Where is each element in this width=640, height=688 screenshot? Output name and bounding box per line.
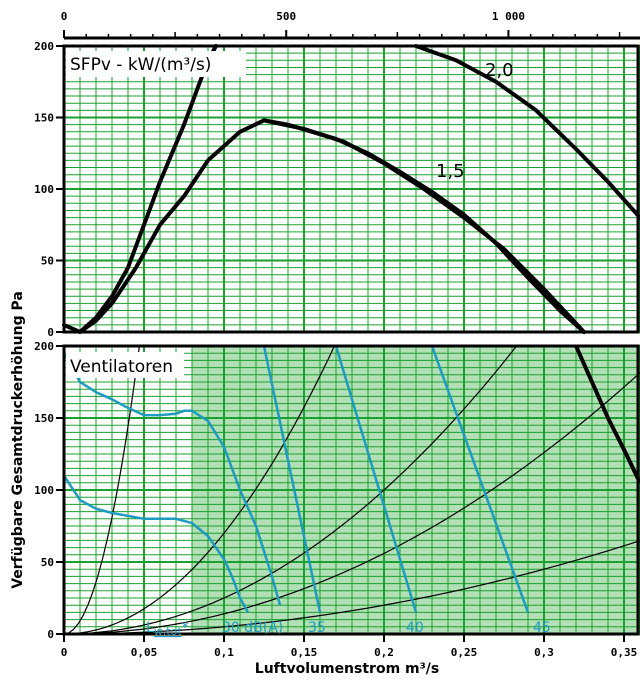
bottom-panel xyxy=(62,344,640,636)
y-tick-label: 100 xyxy=(34,484,54,497)
top-panel xyxy=(62,44,640,334)
bottom-title-box xyxy=(66,352,184,378)
curve-label-1-5: 1,5 xyxy=(436,161,465,182)
y-tick-label: 0 xyxy=(47,326,54,339)
system-curve xyxy=(64,540,640,635)
y-tick-label: 0 xyxy=(47,628,54,641)
system-curve xyxy=(63,345,335,635)
top-series-line xyxy=(414,44,640,220)
lwtot-star: * xyxy=(182,620,189,636)
iso-label-45: 45 xyxy=(533,620,551,636)
x-axis-title: Luftvolumenstrom m³/s xyxy=(255,661,439,677)
iso-line xyxy=(334,345,418,613)
y-tick-label: 150 xyxy=(34,112,54,125)
y-tick-label: 50 xyxy=(41,556,54,569)
y-tick-label: 100 xyxy=(34,183,54,196)
top-axis: 0 500 1 000 xyxy=(61,10,640,40)
lwtot-sub: w,tot xyxy=(154,625,183,638)
curve-label-2-0: 2,0 xyxy=(485,60,514,81)
x-tick-label: 0,35 xyxy=(611,646,638,659)
y-tick-label: 150 xyxy=(34,412,54,425)
system-curve xyxy=(64,345,517,635)
x-tick-label: 0,3 xyxy=(534,646,554,659)
y-tick-label: 200 xyxy=(34,340,54,353)
fan-curve xyxy=(62,352,282,606)
iso-line xyxy=(430,345,530,613)
x-tick-label: 0,2 xyxy=(374,646,394,659)
top-tick-label: 0 xyxy=(61,10,68,23)
x-tick-label: 0,25 xyxy=(451,646,478,659)
fan-curve xyxy=(62,474,250,614)
y-tick-label: 50 xyxy=(41,255,54,268)
iso-label-30: 30 dB(A) xyxy=(222,620,283,636)
system-curve xyxy=(64,372,640,635)
iso-label-40: 40 xyxy=(406,620,424,636)
iso-line xyxy=(262,345,322,613)
top-title-box xyxy=(66,51,246,77)
y-axis-title: Verfügbare Gesamtdruckerhöhung Pa xyxy=(10,291,26,589)
top-tick-label: 1 000 xyxy=(492,10,525,23)
bottom-axis: 0 0,05 0,1 0,15 0,2 0,25 0,3 0,35 xyxy=(61,634,638,659)
sfpv-boundary-line xyxy=(574,345,640,484)
iso-label-35: 35 xyxy=(308,620,326,636)
top-series-line xyxy=(262,118,586,334)
lwtot-label: Lw,tot* xyxy=(146,620,189,638)
top-panel-title: SFPv - kW/(m³/s) xyxy=(70,55,211,75)
bottom-panel-title: Ventilatoren xyxy=(70,357,173,377)
lwtot-main: L xyxy=(146,620,154,636)
x-tick-label: 0,15 xyxy=(291,646,318,659)
x-tick-label: 0,1 xyxy=(214,646,234,659)
y-tick-label: 200 xyxy=(34,40,54,53)
top-tick-label: 500 xyxy=(276,10,296,23)
x-tick-label: 0,05 xyxy=(131,646,158,659)
x-tick-label: 0 xyxy=(61,646,68,659)
system-curve xyxy=(63,345,140,635)
